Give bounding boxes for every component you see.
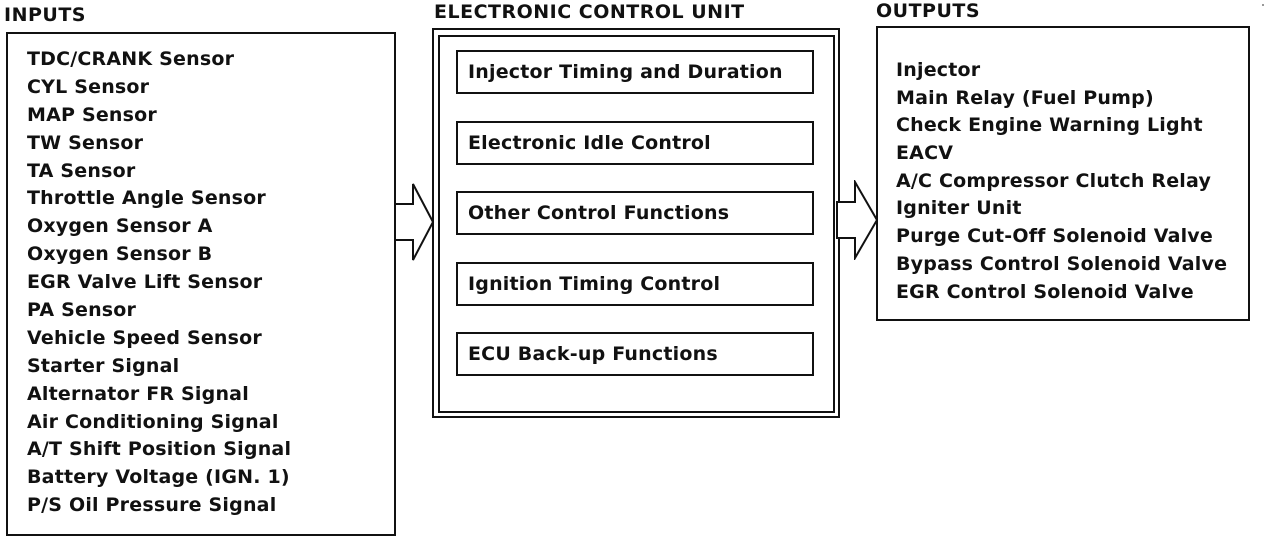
input-item: A/T Shift Position Signal: [27, 438, 292, 461]
input-item: Vehicle Speed Sensor: [27, 326, 262, 349]
input-item: Starter Signal: [27, 354, 180, 377]
output-item: Purge Cut-Off Solenoid Valve: [896, 225, 1213, 248]
ecu-function-other-control: Other Control Functions: [456, 191, 814, 235]
ecu-heading: ELECTRONIC CONTROL UNIT: [434, 1, 745, 23]
ecu-function-ignition-timing: Ignition Timing Control: [456, 262, 814, 306]
input-item: TDC/CRANK Sensor: [27, 48, 235, 70]
inputs-box: [6, 32, 396, 536]
output-item: Igniter Unit: [896, 197, 1022, 220]
ecu-inner-frame: [438, 35, 835, 413]
input-item: TA Sensor: [27, 159, 136, 182]
input-item: CYL Sensor: [27, 75, 150, 98]
inputs-heading: INPUTS: [4, 4, 86, 26]
input-item: Throttle Angle Sensor: [27, 187, 266, 210]
ecu-function-injector-timing: Injector Timing and Duration: [456, 50, 814, 94]
ecu-to-outputs-arrow: [836, 180, 879, 260]
input-item: TW Sensor: [27, 131, 144, 154]
inputs-to-ecu-arrow: [394, 183, 435, 261]
input-item: Air Conditioning Signal: [27, 410, 279, 433]
scan-speck: [1262, 4, 1264, 6]
inputs-list: TDC/CRANK Sensor CYL Sensor MAP Sensor T…: [27, 46, 291, 520]
output-item: Bypass Control Solenoid Valve: [896, 252, 1228, 275]
output-item: EACV: [896, 142, 954, 165]
input-item: P/S Oil Pressure Signal: [27, 494, 277, 517]
input-item: Alternator FR Signal: [27, 382, 249, 405]
input-item: PA Sensor: [27, 299, 137, 322]
ecu-function-backup: ECU Back-up Functions: [456, 332, 814, 376]
outputs-box: [876, 26, 1250, 321]
ecu-function-idle-control: Electronic Idle Control: [456, 121, 814, 165]
output-item: EGR Control Solenoid Valve: [896, 280, 1194, 303]
input-item: MAP Sensor: [27, 103, 157, 126]
input-item: Battery Voltage (IGN. 1): [27, 466, 290, 489]
output-item: Injector: [896, 59, 981, 81]
input-item: Oxygen Sensor B: [27, 243, 213, 266]
outputs-heading: OUTPUTS: [876, 0, 981, 22]
output-item: A/C Compressor Clutch Relay: [896, 169, 1212, 192]
input-item: EGR Valve Lift Sensor: [27, 271, 263, 294]
output-item: Check Engine Warning Light: [896, 114, 1203, 137]
output-item: Main Relay (Fuel Pump): [896, 86, 1154, 109]
input-item: Oxygen Sensor A: [27, 215, 213, 238]
outputs-list: Injector Main Relay (Fuel Pump) Check En…: [896, 57, 1227, 306]
